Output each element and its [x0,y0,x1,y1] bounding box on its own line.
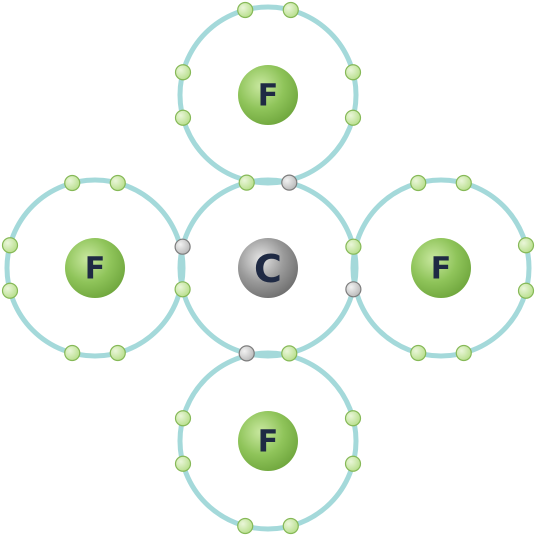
fluorine-right-lone-electron-2 [517,237,535,254]
fluorine-top-lone-electron-2 [237,1,254,19]
carbon-nucleus [238,238,298,298]
shells-layer [4,4,532,532]
fluorine-right-nucleus [411,238,471,298]
fluorine-top-symbol: F [258,79,279,114]
nuclei-layer: C F F F F [65,65,471,471]
shared-electron-fluorine-left-1 [174,281,191,298]
fluorine-top-lone-electron-0 [174,109,192,126]
fluorine-right-lone-electron-4 [455,344,472,362]
shared-electron-fluorine-bottom-0 [238,345,255,362]
shared-electron-fluorine-bottom-1 [281,345,298,362]
fluorine-top-lone-electron-1 [174,64,192,81]
fluorine-right-lone-electron-1 [455,174,472,192]
fluorine-bottom-lone-electron-3 [237,517,254,535]
fluorine-bottom-lone-electron-1 [344,455,362,472]
fluorine-left-shell [4,177,186,359]
carbon-symbol: C [254,247,282,291]
fluorine-left-lone-electron-2 [1,282,19,299]
fluorine-top-lone-electron-5 [344,109,362,126]
fluorine-bottom-lone-electron-2 [282,517,299,535]
fluorine-left-symbol: F [85,252,106,287]
fluorine-top-lone-electron-3 [282,1,299,19]
fluorine-right-lone-electron-0 [410,174,427,192]
fluorine-left-lone-electron-0 [109,344,126,362]
fluorine-right-symbol: F [431,252,452,287]
fluorine-bottom-lone-electron-0 [344,410,362,427]
fluorine-bottom-lone-electron-4 [174,455,192,472]
shared-electron-fluorine-left-0 [174,238,191,255]
fluorine-bottom-nucleus [238,411,298,471]
fluorine-right-shell [350,177,532,359]
shared-electron-fluorine-top-1 [281,174,298,191]
shared-electron-fluorine-right-1 [345,281,362,298]
fluorine-bottom-symbol: F [258,425,279,460]
fluorine-bottom-shell [177,350,359,532]
fluorine-left-nucleus [65,238,125,298]
fluorine-top-nucleus [238,65,298,125]
fluorine-left-lone-electron-4 [64,174,81,192]
fluorine-right-lone-electron-3 [517,282,535,299]
shared-electron-fluorine-top-0 [238,174,255,191]
carbon-shell [177,177,359,359]
fluorine-top-shell [177,4,359,186]
shared-electron-fluorine-right-0 [345,238,362,255]
fluorine-left-lone-electron-1 [64,344,81,362]
fluorine-bottom-lone-electron-5 [174,410,192,427]
fluorine-right-lone-electron-5 [410,344,427,362]
fluorine-left-lone-electron-5 [109,174,126,192]
fluorine-top-lone-electron-4 [344,64,362,81]
fluorine-left-lone-electron-3 [1,237,19,254]
